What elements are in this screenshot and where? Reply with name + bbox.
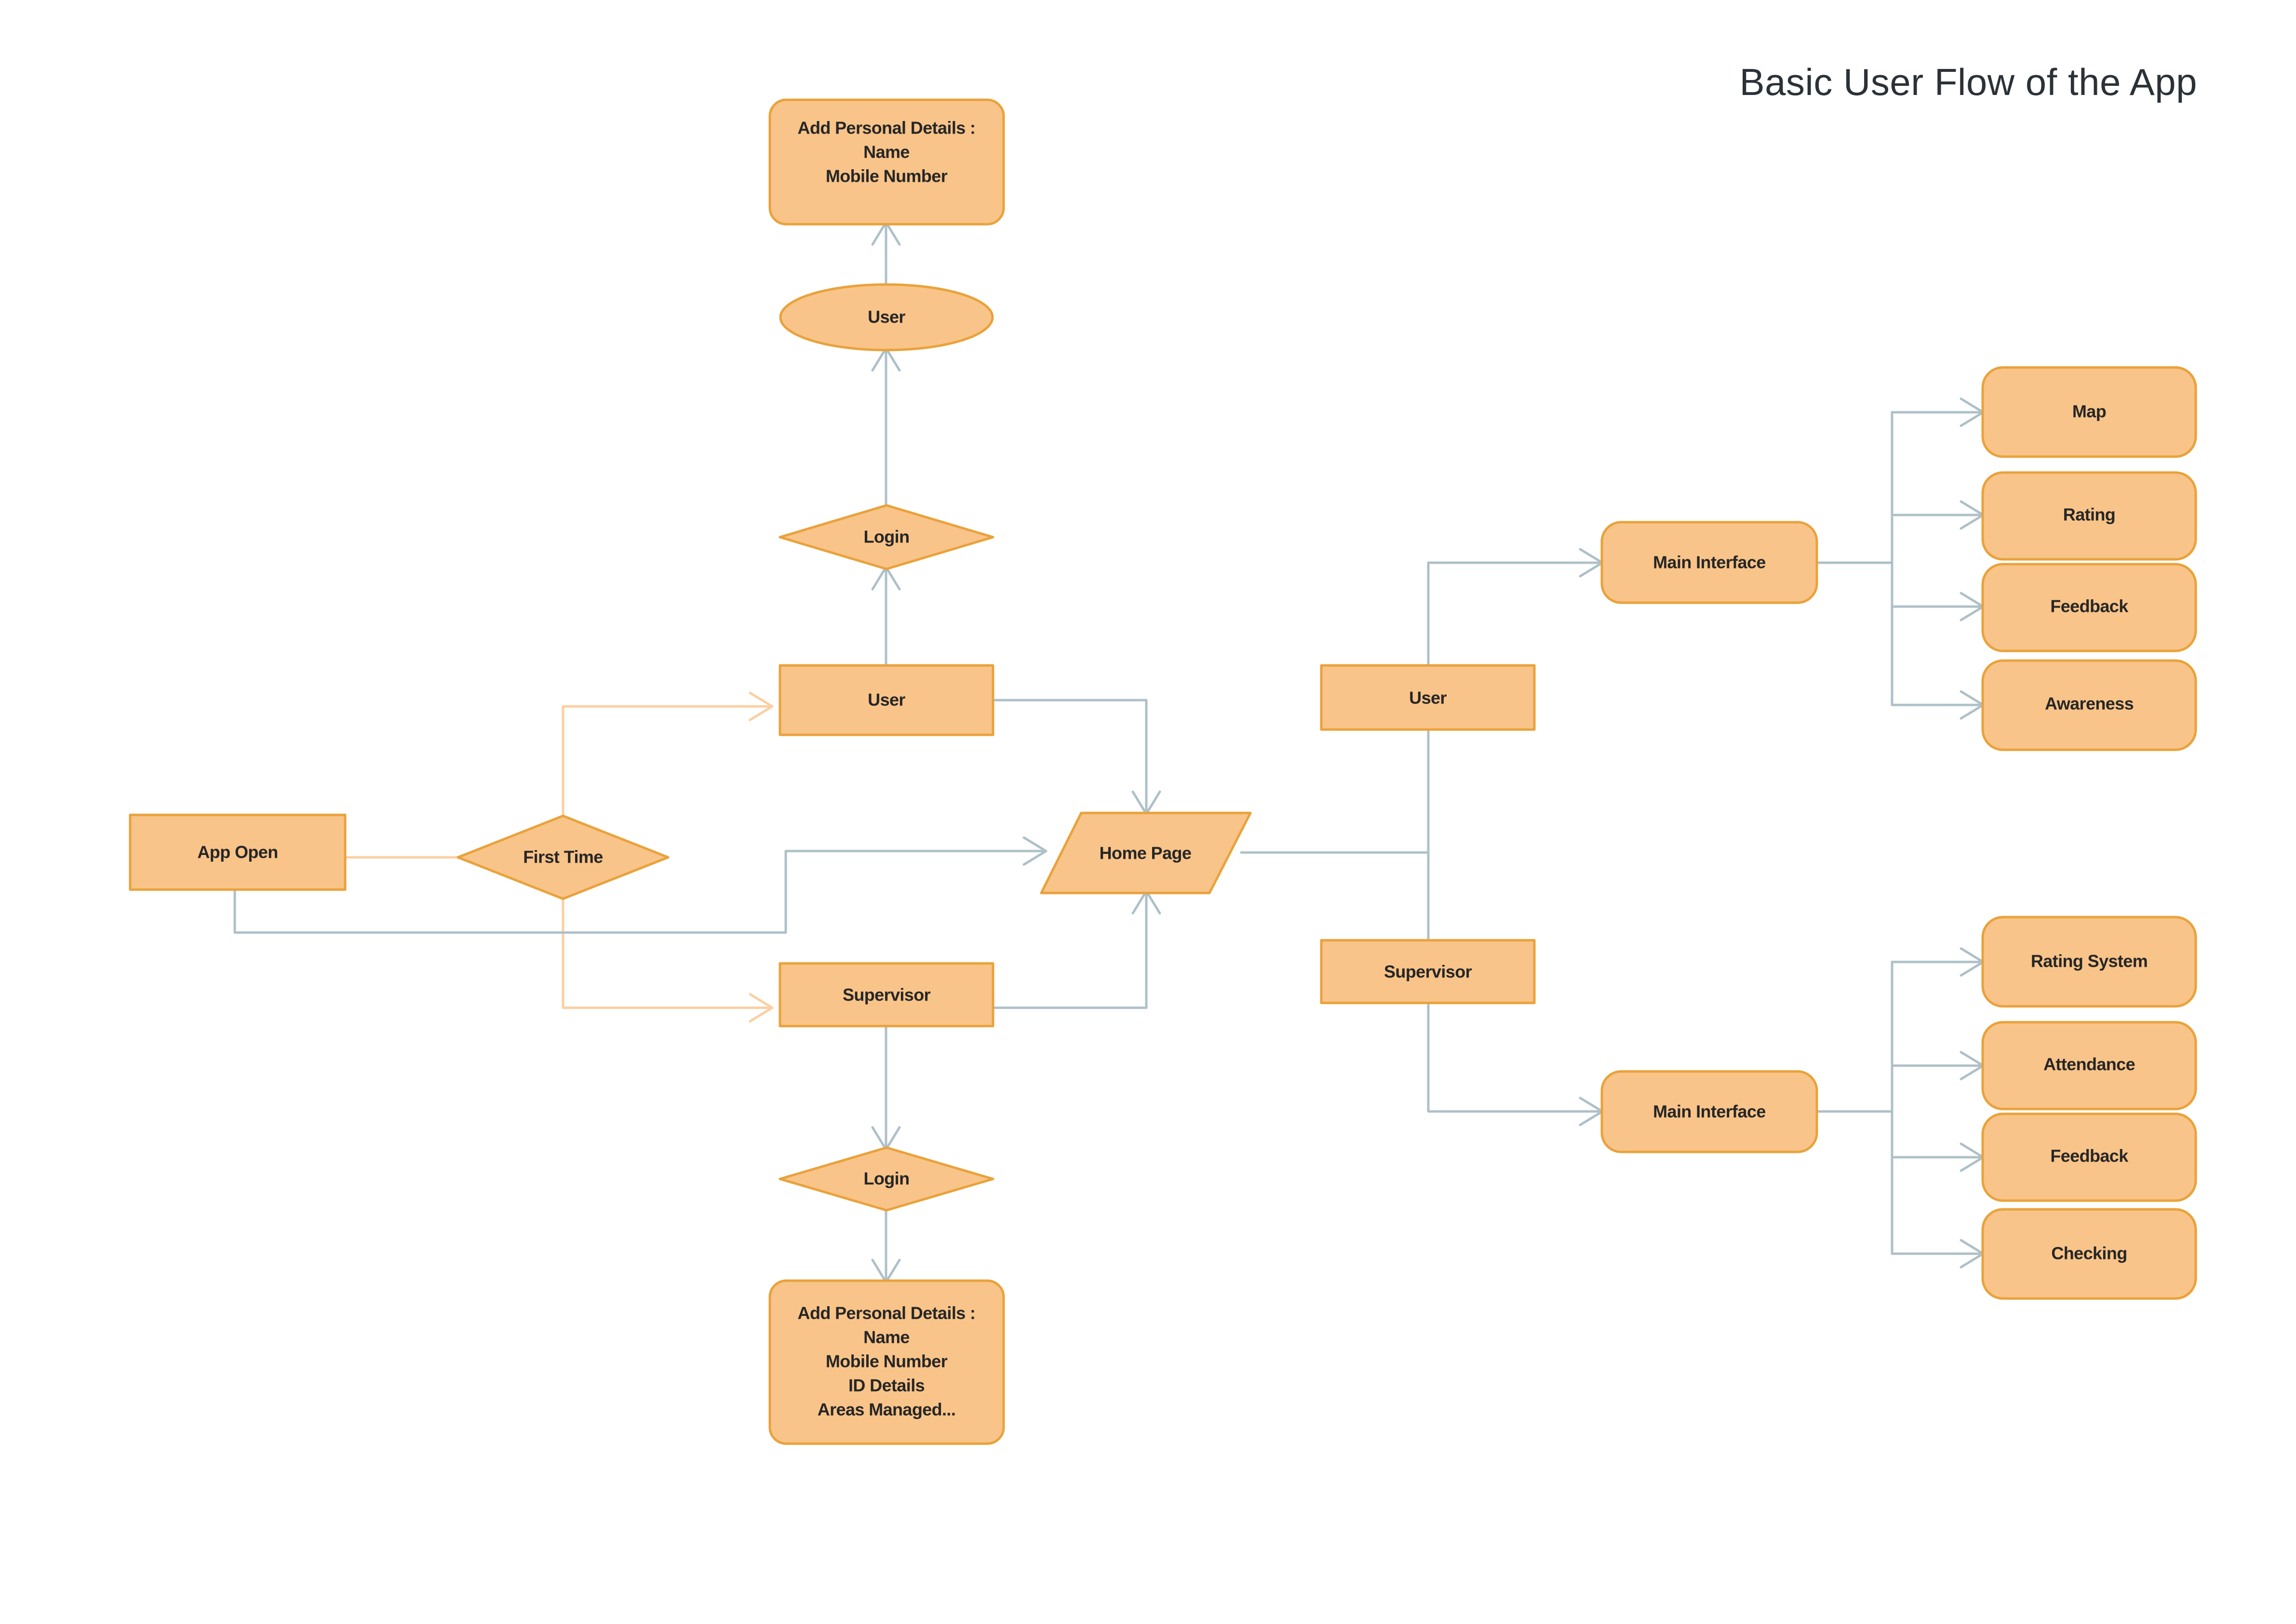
node-label: Supervisor <box>1384 962 1472 982</box>
node-label-line: ID Details <box>848 1376 925 1395</box>
node-supervisor-right[interactable]: Supervisor <box>1320 939 1536 1004</box>
node-attendance[interactable]: Attendance <box>1981 1021 2197 1110</box>
node-label-line: Mobile Number <box>826 1352 948 1371</box>
node-main-interface-bottom[interactable]: Main Interface <box>1600 1070 1818 1153</box>
node-shape-rounded-rect <box>1981 659 2197 751</box>
node-shape-rounded-rect <box>1981 1112 2197 1202</box>
node-label: Login <box>864 527 910 547</box>
node-add-personal-details-supervisor[interactable]: Add Personal Details : Name Mobile Numbe… <box>768 1279 1005 1445</box>
node-main-interface-top[interactable]: Main Interface <box>1600 521 1818 604</box>
arrowhead-supervisor-left-in <box>749 993 774 1023</box>
node-shape-rect <box>779 664 994 736</box>
node-home-page[interactable]: Home Page <box>1040 812 1252 894</box>
node-rating-system[interactable]: Rating System <box>1981 916 2197 1008</box>
node-add-personal-details-user[interactable]: Add Personal Details : Name Mobile Numbe… <box>768 98 1005 226</box>
node-label: Main Interface <box>1653 553 1766 572</box>
node-label: User <box>1409 688 1447 708</box>
node-label: Main Interface <box>1653 1102 1766 1122</box>
node-shape-rounded-rect <box>1981 1021 2197 1110</box>
edge-user-left-to-home-page <box>992 699 1148 813</box>
node-shape-rounded-rect <box>1981 1208 2197 1300</box>
node-label: Attendance <box>2043 1055 2135 1074</box>
node-label: Feedback <box>2050 1146 2129 1166</box>
node-label: Feedback <box>2050 596 2129 616</box>
node-shape-rounded-rect <box>1981 366 2197 458</box>
node-label: User <box>868 690 905 710</box>
node-shape-rounded-rect <box>1981 916 2197 1008</box>
node-label: App Open <box>197 842 278 862</box>
node-shape-rounded-rect <box>1981 563 2197 652</box>
page-title: Basic User Flow of the App <box>1739 61 2197 103</box>
node-shape-rect <box>129 813 347 891</box>
node-shape-rect <box>1320 664 1536 731</box>
node-user-left[interactable]: User <box>779 664 994 736</box>
node-shape-diamond <box>779 1146 994 1212</box>
node-checking[interactable]: Checking <box>1981 1208 2197 1300</box>
node-supervisor-left[interactable]: Supervisor <box>779 962 994 1028</box>
node-shape-rounded-rect <box>1981 471 2197 561</box>
node-shape-diamond <box>779 504 994 570</box>
node-label-line: Name <box>863 1327 910 1347</box>
node-label: First Time <box>523 847 603 867</box>
node-shape-rect <box>779 962 994 1028</box>
node-label: Rating <box>2063 505 2115 525</box>
node-label: Checking <box>2051 1244 2127 1263</box>
node-shape-rounded-rect <box>1600 1070 1818 1153</box>
node-shape-rounded-rect <box>1600 521 1818 604</box>
node-login-top[interactable]: Login <box>779 504 994 570</box>
edge-app-open-to-home-page <box>233 850 1046 934</box>
node-user-ellipse[interactable]: User <box>779 283 994 352</box>
node-user-right[interactable]: User <box>1320 664 1536 731</box>
node-label: Map <box>2072 402 2106 421</box>
node-shape-diamond <box>457 814 670 900</box>
node-label: User <box>868 307 905 327</box>
nodes-layer: Add Personal Details : Name Mobile Numbe… <box>129 98 2197 1445</box>
edges-layer <box>233 221 1985 1284</box>
node-shape-rounded-rect <box>768 98 1005 226</box>
node-label: Rating System <box>2031 951 2148 971</box>
node-label: Awareness <box>2045 694 2134 714</box>
node-label: Supervisor <box>843 985 931 1005</box>
node-rating[interactable]: Rating <box>1981 471 2197 561</box>
edge-user-right-to-main-interface-top <box>1427 561 1602 673</box>
node-shape-rect <box>1320 939 1536 1004</box>
node-label-line: Add Personal Details : <box>798 118 976 138</box>
node-login-bottom[interactable]: Login <box>779 1146 994 1212</box>
node-label-line: Areas Managed... <box>818 1400 956 1420</box>
edge-supervisor-right-to-main-interface-bottom <box>1427 996 1602 1113</box>
arrowhead-user-left-in <box>749 691 774 721</box>
node-map[interactable]: Map <box>1981 366 2197 458</box>
node-label-line: Name <box>863 142 910 162</box>
edge-first-time-to-supervisor-left <box>562 897 772 1009</box>
node-shape-rounded-rect <box>768 1279 1005 1445</box>
node-shape-parallelogram <box>1040 812 1252 894</box>
arrowhead-home-page-left-in <box>1022 836 1047 866</box>
edge-first-time-to-user-left <box>562 705 772 817</box>
node-first-time[interactable]: First Time <box>457 814 670 900</box>
node-label: Login <box>864 1169 910 1189</box>
node-label-line: Mobile Number <box>826 166 948 186</box>
node-label: Home Page <box>1100 843 1192 863</box>
node-awareness[interactable]: Awareness <box>1981 659 2197 751</box>
node-label-line: Add Personal Details : <box>798 1303 976 1323</box>
node-feedback-bottom[interactable]: Feedback <box>1981 1112 2197 1202</box>
node-shape-ellipse <box>779 283 994 352</box>
node-app-open[interactable]: App Open <box>129 813 347 891</box>
edge-supervisor-left-to-home-page <box>992 892 1148 1009</box>
node-feedback-top[interactable]: Feedback <box>1981 563 2197 652</box>
